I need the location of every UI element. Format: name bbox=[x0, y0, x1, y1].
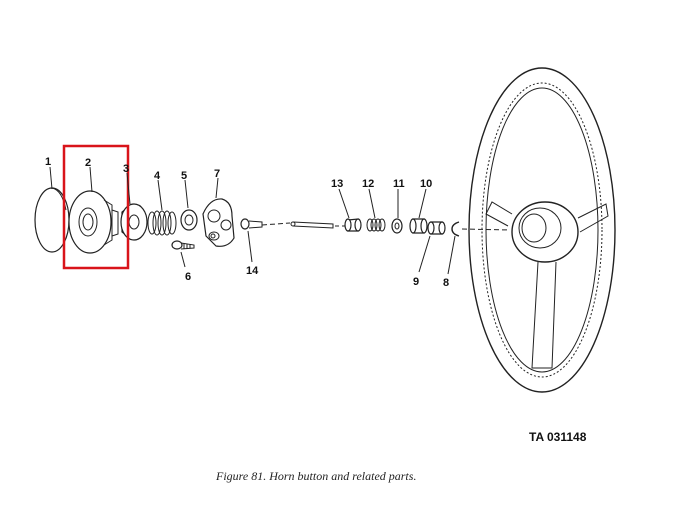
callout-3: 3 bbox=[123, 163, 129, 175]
part-12-spring bbox=[366, 218, 386, 232]
callout-6: 6 bbox=[185, 271, 191, 283]
callout-12: 12 bbox=[362, 178, 374, 190]
part-5-cup bbox=[180, 209, 198, 231]
callout-8: 8 bbox=[443, 277, 449, 289]
part-14-rod bbox=[240, 218, 263, 230]
callout-14: 14 bbox=[246, 265, 259, 277]
part-13-bushing bbox=[344, 218, 362, 232]
callout-7: 7 bbox=[214, 168, 220, 180]
callout-13: 13 bbox=[331, 178, 343, 190]
part-2-horn-button bbox=[68, 190, 119, 254]
part-3-ring bbox=[120, 203, 148, 241]
center-axis bbox=[261, 222, 511, 231]
callout-11: 11 bbox=[393, 178, 405, 190]
figure-caption: Figure 81. Horn button and related parts… bbox=[215, 469, 416, 483]
part-4-spring bbox=[147, 210, 177, 236]
part-7-bracket bbox=[202, 198, 235, 247]
leader-lines bbox=[49, 166, 456, 275]
figure-code: TA 031148 bbox=[529, 430, 587, 444]
part-9-bearing bbox=[427, 221, 446, 235]
part-10-sleeve bbox=[409, 218, 428, 234]
callout-4: 4 bbox=[154, 170, 161, 182]
callout-1: 1 bbox=[45, 156, 51, 168]
highlight-box bbox=[62, 144, 130, 270]
part-6-screw bbox=[171, 240, 195, 250]
callouts: 1 2 3 4 5 6 7 8 9 10 11 12 13 14 bbox=[45, 156, 449, 289]
callout-2: 2 bbox=[85, 157, 91, 169]
callout-5: 5 bbox=[181, 170, 187, 182]
callout-10: 10 bbox=[420, 178, 432, 190]
rod-segment bbox=[290, 221, 334, 229]
callout-9: 9 bbox=[413, 276, 419, 288]
part-11-washer bbox=[391, 218, 403, 234]
part-8-snap-ring bbox=[451, 221, 460, 237]
